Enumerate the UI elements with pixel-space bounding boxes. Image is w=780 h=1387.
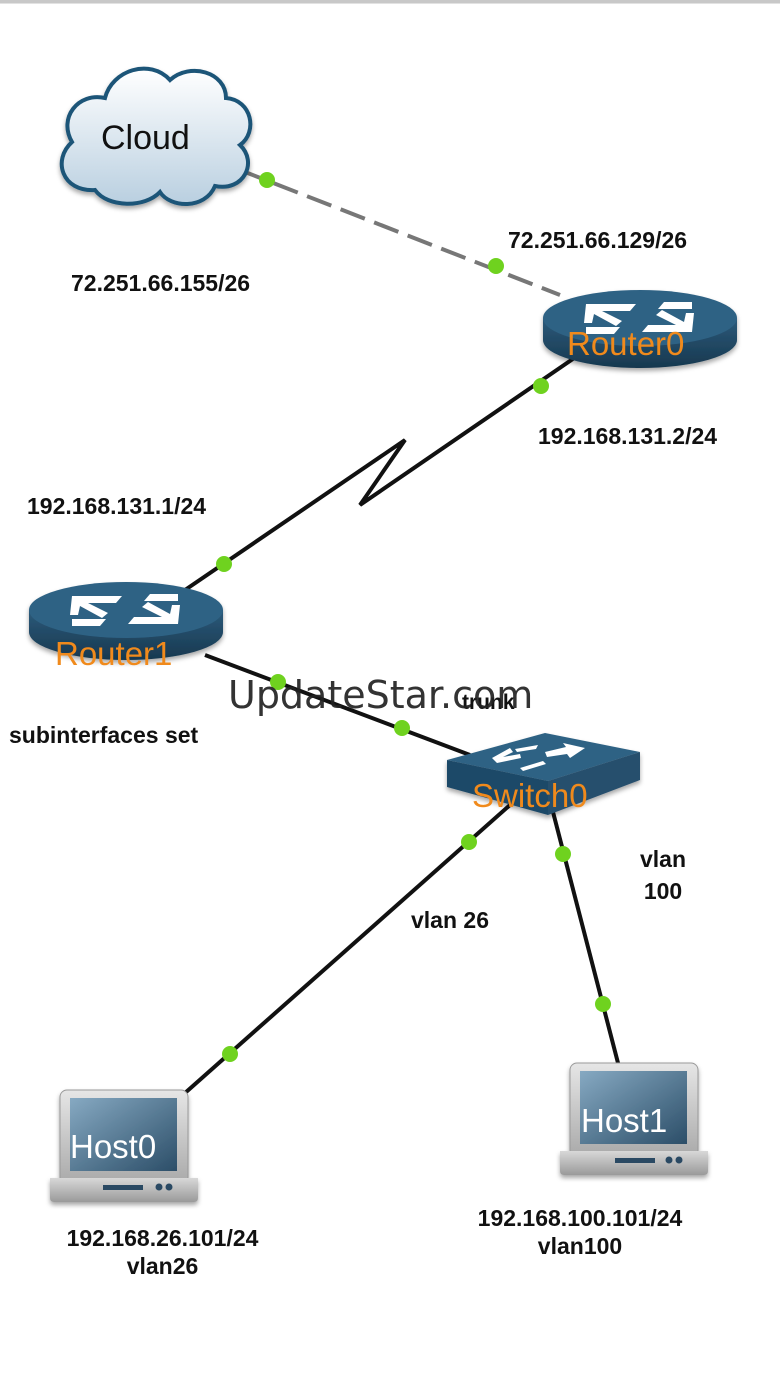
port-dot (488, 258, 504, 274)
window-top-border (0, 0, 780, 4)
port-dot (216, 556, 232, 572)
port-indicators (216, 172, 611, 1062)
switch0-label: Switch0 (472, 777, 588, 814)
router0-serial-ip-label: 192.168.131.2/24 (538, 423, 718, 449)
port-dot (533, 378, 549, 394)
switch-icon[interactable] (447, 733, 640, 815)
port-dot (394, 720, 410, 736)
host1-label: Host1 (581, 1102, 668, 1139)
router1-serial-ip-label: 192.168.131.1/24 (27, 493, 207, 519)
host0-info: 192.168.26.101/24 vlan26 (30, 1225, 295, 1280)
router0-label: Router0 (567, 325, 685, 362)
port-dot (595, 996, 611, 1012)
link-switch0-host0[interactable] (183, 803, 512, 1095)
host1-ip-label: 192.168.100.101/24 (477, 1205, 683, 1231)
router-icon[interactable] (543, 290, 737, 368)
cloud-icon[interactable] (59, 66, 253, 206)
vlan26-link-label: vlan 26 (411, 907, 489, 933)
cloud-ip-label: 72.251.66.155/26 (71, 270, 251, 296)
vlan100-link-label-line2: 100 (643, 877, 683, 904)
port-dot (461, 834, 477, 850)
link-router0-router1-serial[interactable] (183, 350, 585, 592)
router1-note-label: subinterfaces set (9, 722, 199, 748)
vlan100-link-label-line1: vlan (639, 846, 687, 872)
host0-label: Host0 (70, 1128, 157, 1165)
watermark-text: UpdateStar.com (228, 673, 534, 717)
port-dot (270, 674, 286, 690)
port-dot (555, 846, 571, 862)
link-router1-switch0-trunk[interactable] (204, 653, 471, 757)
host0-ip-label: 192.168.26.101/24 (66, 1225, 259, 1251)
cloud-label: Cloud (101, 119, 190, 157)
host1-info: 192.168.100.101/24 vlan100 (440, 1205, 720, 1260)
laptop-icon[interactable] (560, 1062, 708, 1175)
host0-vlan-label: vlan26 (126, 1252, 199, 1279)
link-cloud-router0[interactable] (239, 168, 561, 297)
router-icon[interactable] (29, 582, 223, 660)
trunk-label: trunk (462, 691, 515, 714)
port-dot (222, 1046, 238, 1062)
laptop-icon[interactable] (50, 1089, 198, 1202)
host1-vlan-label: vlan100 (537, 1232, 623, 1259)
vlan100-link-label: vlan 100 (636, 846, 690, 905)
router1-label: Router1 (55, 635, 173, 672)
router0-wan-ip-label: 72.251.66.129/26 (508, 227, 688, 253)
port-dot (259, 172, 275, 188)
